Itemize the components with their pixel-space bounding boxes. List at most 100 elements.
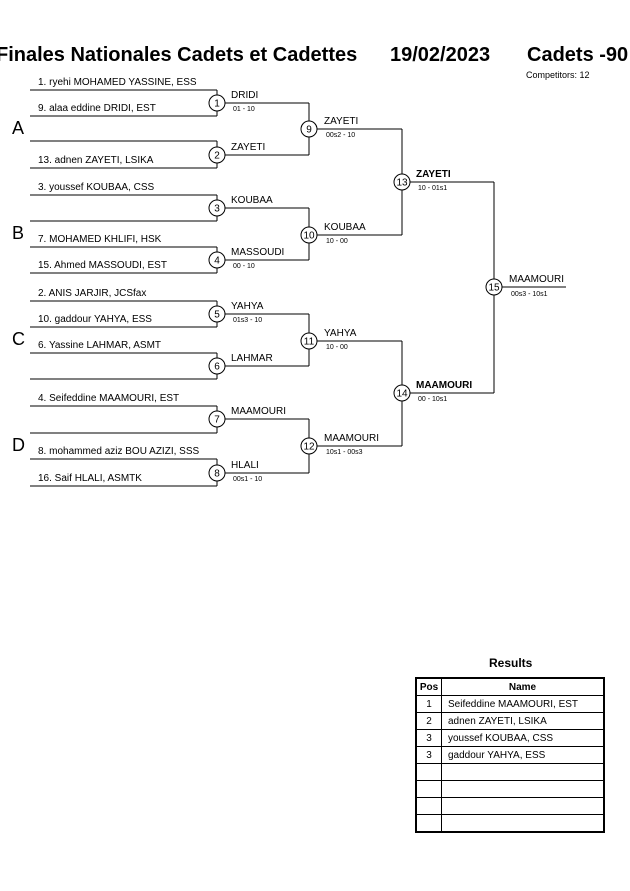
match-12-circle xyxy=(300,437,318,455)
match-2-circle xyxy=(208,146,226,164)
match-1-number: 1 xyxy=(214,99,220,110)
pool-label: D xyxy=(12,435,25,455)
entrant-name: 3. youssef KOUBAA, CSS xyxy=(38,182,154,193)
pool-label: C xyxy=(12,329,25,349)
pool-label: A xyxy=(12,118,24,138)
match-winner: MAAMOURI xyxy=(231,406,286,417)
result-pos: 3 xyxy=(415,746,442,764)
match-score: 10 - 01s1 xyxy=(418,185,447,192)
event-date: 19/02/2023 xyxy=(390,44,491,66)
match-score: 00s1 - 10 xyxy=(233,476,262,483)
match-11-circle xyxy=(300,332,318,350)
entrant-name: 7. MOHAMED KHLIFI, HSK xyxy=(38,234,162,245)
results-header-row: Pos Name xyxy=(415,677,605,696)
match-12-number: 12 xyxy=(303,442,315,453)
entrant-name: 2. ANIS JARJIR, JCSfax xyxy=(38,288,146,299)
match-score: 00 - 10s1 xyxy=(418,396,447,403)
table-row xyxy=(415,814,605,833)
results-header-pos: Pos xyxy=(415,677,442,696)
event-title: Finales Nationales Cadets et Cadettes xyxy=(0,44,358,66)
match-4-number: 4 xyxy=(214,256,220,267)
match-winner: HLALI xyxy=(231,460,259,471)
match-14-circle xyxy=(393,384,411,402)
match-2-number: 2 xyxy=(214,151,220,162)
match-winner: YAHYA xyxy=(324,328,357,339)
match-8-circle xyxy=(208,464,226,482)
match-7-circle xyxy=(208,410,226,428)
match-score: 01s3 - 10 xyxy=(233,317,262,324)
match-score: 10s1 - 00s3 xyxy=(326,449,363,456)
entrant-name: 15. Ahmed MASSOUDI, EST xyxy=(38,260,167,271)
result-pos: 3 xyxy=(415,729,442,747)
match-5-circle xyxy=(208,305,226,323)
result-name xyxy=(441,797,605,815)
match-9-circle xyxy=(300,120,318,138)
entrant-name: 8. mohammed aziz BOU AZIZI, SSS xyxy=(38,446,199,457)
result-name: youssef KOUBAA, CSS xyxy=(441,729,605,747)
match-5-number: 5 xyxy=(214,310,220,321)
result-name: Seifeddine MAAMOURI, EST xyxy=(441,695,605,713)
match-winner: KOUBAA xyxy=(231,195,273,206)
result-name xyxy=(441,780,605,798)
results-title: Results xyxy=(489,656,533,670)
table-row xyxy=(415,780,605,798)
match-9-number: 9 xyxy=(306,125,312,136)
match-score: 01 - 10 xyxy=(233,106,255,113)
entrant-name: 4. Seifeddine MAAMOURI, EST xyxy=(38,393,179,404)
result-pos: 2 xyxy=(415,712,442,730)
match-6-number: 6 xyxy=(214,362,220,373)
table-row xyxy=(415,763,605,781)
pool-label: B xyxy=(12,223,24,243)
match-3-number: 3 xyxy=(214,204,220,215)
match-winner: ZAYETI xyxy=(231,142,265,153)
match-6-circle xyxy=(208,357,226,375)
match-10-number: 10 xyxy=(303,231,315,242)
entrant-name: 9. alaa eddine DRIDI, EST xyxy=(38,103,156,114)
match-winner: MASSOUDI xyxy=(231,247,284,258)
weight-category: Cadets -90 xyxy=(527,44,629,66)
entrant-name: 13. adnen ZAYETI, LSIKA xyxy=(38,155,154,166)
result-pos xyxy=(415,814,442,833)
entrant-name: 1. ryehi MOHAMED YASSINE, ESS xyxy=(38,77,197,88)
match-winner: MAAMOURI xyxy=(509,274,564,285)
match-14-number: 14 xyxy=(396,389,408,400)
result-pos xyxy=(415,780,442,798)
results-header-name: Name xyxy=(441,677,605,696)
match-winner: MAAMOURI xyxy=(324,433,379,444)
match-10-circle xyxy=(300,226,318,244)
match-score: 10 - 00 xyxy=(326,238,348,245)
match-15-number: 15 xyxy=(488,283,500,294)
match-15-circle xyxy=(485,278,503,296)
match-winner: MAAMOURI xyxy=(416,380,472,391)
entrant-name: 16. Saif HLALI, ASMTK xyxy=(38,473,142,484)
result-name: gaddour YAHYA, ESS xyxy=(441,746,605,764)
match-score: 00s2 - 10 xyxy=(326,132,355,139)
match-13-number: 13 xyxy=(396,178,408,189)
match-11-number: 11 xyxy=(304,337,315,348)
competitors-count: Competitors: 12 xyxy=(526,70,590,80)
entrant-name: 6. Yassine LAHMAR, ASMT xyxy=(38,340,161,351)
match-winner: KOUBAA xyxy=(324,222,366,233)
result-pos xyxy=(415,763,442,781)
match-winner: ZAYETI xyxy=(416,169,451,180)
match-score: 10 - 00 xyxy=(326,344,348,351)
result-pos xyxy=(415,797,442,815)
result-pos: 1 xyxy=(415,695,442,713)
match-winner: ZAYETI xyxy=(324,116,358,127)
result-name: adnen ZAYETI, LSIKA xyxy=(441,712,605,730)
match-13-circle xyxy=(393,173,411,191)
table-row xyxy=(415,797,605,815)
match-7-number: 7 xyxy=(214,415,220,426)
match-8-number: 8 xyxy=(214,469,220,480)
match-4-circle xyxy=(208,251,226,269)
match-score: 00s3 - 10s1 xyxy=(511,291,548,298)
result-name xyxy=(441,763,605,781)
result-name xyxy=(441,814,605,833)
match-winner: LAHMAR xyxy=(231,353,273,364)
tournament-bracket: 1. ryehi MOHAMED YASSINE, ESS 9. alaa edd… xyxy=(12,77,566,487)
